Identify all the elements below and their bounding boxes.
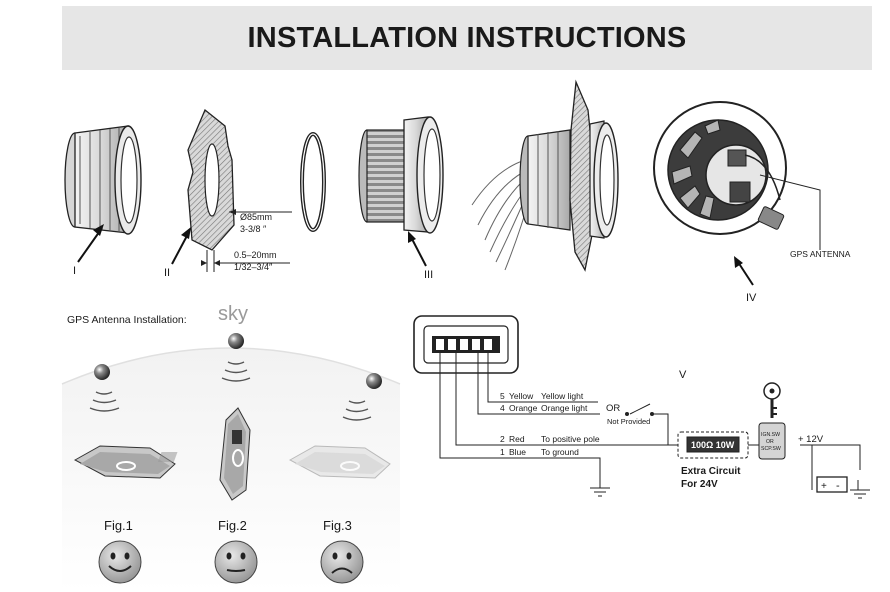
antenna-flat-icon xyxy=(73,445,176,479)
assembled-gauge xyxy=(471,79,619,272)
mounting-plate-part: Ø85mm 3-3/8 ″ 0.5–20mm 1/32–3/4″ II xyxy=(164,108,292,279)
label-part-i: I xyxy=(73,265,76,277)
label-part-iv: IV xyxy=(746,292,757,304)
wire-2-desc: To positive pole xyxy=(541,434,600,444)
fig-2-label: Fig.2 xyxy=(218,518,247,533)
neutral-face-icon xyxy=(214,540,258,584)
wire-2-color: Red xyxy=(509,434,525,444)
section-v-label: V xyxy=(679,369,687,381)
title-banner: INSTALLATION INSTRUCTIONS xyxy=(62,6,872,70)
ground-icon xyxy=(850,489,870,499)
extra-circuit-line2: For 24V xyxy=(681,479,718,490)
o-ring-part xyxy=(300,132,326,232)
ign-line2: OR xyxy=(766,439,774,445)
voltage-label: + 12V xyxy=(798,434,824,445)
wire-4-num: 4 xyxy=(500,403,505,413)
not-provided-label: Not Provided xyxy=(607,417,650,426)
battery-minus: - xyxy=(836,480,840,492)
wire-5-color: Yellow xyxy=(509,391,534,401)
fig-3-label: Fig.3 xyxy=(323,518,352,533)
battery-plus: + xyxy=(821,481,827,492)
gps-installation-section: GPS Antenna Installation: sky xyxy=(61,303,401,592)
wire-5-num: 5 xyxy=(500,391,505,401)
wire-2-num: 2 xyxy=(500,434,505,444)
satellite-icon xyxy=(94,364,110,380)
fig-1-label: Fig.1 xyxy=(104,518,133,533)
page-title: INSTALLATION INSTRUCTIONS xyxy=(247,22,687,54)
bezel-ring-part: I xyxy=(64,125,142,277)
wire-4-desc: Orange light xyxy=(541,403,588,413)
wire-5-desc: Yellow light xyxy=(541,391,584,401)
rear-view-detail: GPS ANTENNA IV xyxy=(653,101,851,304)
dim-panel-in: 1/32–3/4″ xyxy=(234,262,273,272)
ignition-key-icon xyxy=(763,382,781,418)
wire-1-desc: To ground xyxy=(541,447,579,457)
threaded-housing-part: III xyxy=(358,116,444,281)
ignition-switch xyxy=(758,422,786,460)
dim-panel-mm: 0.5–20mm xyxy=(234,250,277,260)
happy-face-icon xyxy=(98,540,142,584)
dim-hole-mm: Ø85mm xyxy=(240,212,272,222)
dim-hole-in: 3-3/8 ″ xyxy=(240,224,267,234)
wire-1-color: Blue xyxy=(509,447,526,457)
antenna-blocked-icon xyxy=(157,445,391,479)
extra-circuit-line1: Extra Circuit xyxy=(681,466,741,477)
label-part-iii: III xyxy=(424,269,433,281)
ign-line1: IGN.SW xyxy=(761,432,780,438)
antenna-upright-icon xyxy=(219,407,251,501)
battery-icon xyxy=(816,476,848,493)
gps-antenna-label: GPS ANTENNA xyxy=(790,249,851,259)
satellite-icon xyxy=(228,333,244,349)
gps-section-title: GPS Antenna Installation: xyxy=(67,314,187,326)
wire-1-num: 1 xyxy=(500,447,505,457)
ign-line3: SCP.SW xyxy=(761,446,781,452)
resistor-label: 100Ω 10W xyxy=(691,440,735,450)
satellite-icon xyxy=(366,373,382,389)
switch-or-label: OR xyxy=(606,403,620,414)
wire-4-color: Orange xyxy=(509,403,538,413)
sad-face-icon xyxy=(320,540,364,584)
label-part-ii: II xyxy=(164,267,170,279)
sky-label: sky xyxy=(218,303,248,325)
resistor-box xyxy=(677,431,749,459)
wiring-diagram: 5 Yellow Yellow light 4 Orange Orange li… xyxy=(413,315,870,499)
